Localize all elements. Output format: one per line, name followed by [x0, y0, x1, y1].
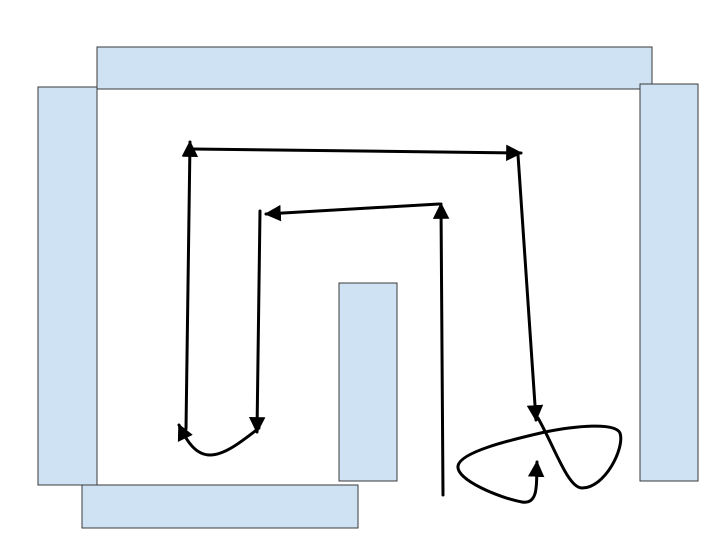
top-right-path — [190, 144, 523, 162]
bottom-wall-panel — [81, 484, 359, 529]
left-wall-panel — [37, 86, 98, 486]
top-wall-panel — [96, 46, 653, 90]
center-pillar-panel — [338, 282, 398, 482]
outer-up-path — [181, 140, 199, 431]
figure-eight-loop-path — [456, 416, 623, 504]
right-down-path — [516, 153, 544, 422]
inner-down-path — [248, 209, 266, 434]
upper-left-path — [264, 202, 441, 222]
entry-up-path — [432, 202, 450, 497]
hook-left-path — [177, 423, 261, 457]
right-wall-panel — [639, 83, 699, 482]
